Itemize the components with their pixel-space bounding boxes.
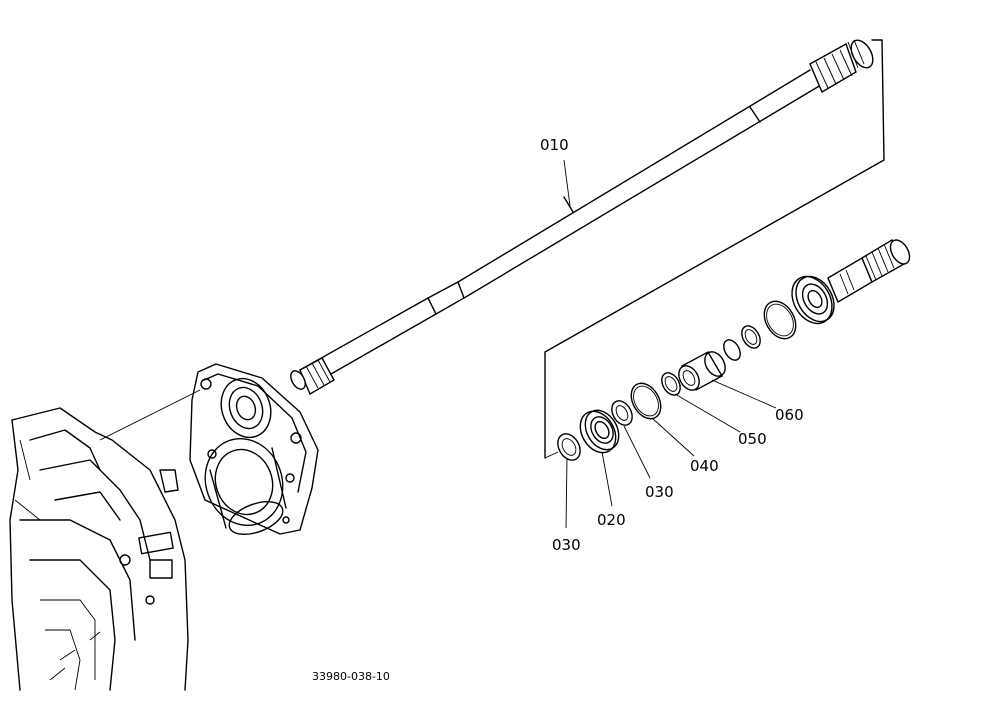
label-010: 010: [540, 136, 569, 154]
part-050-circlip: [661, 372, 681, 396]
part-030-circlip-a: [557, 433, 581, 461]
label-020: 020: [597, 511, 626, 529]
label-040: 040: [690, 457, 719, 475]
label-050: 050: [738, 430, 767, 448]
part-060-needle-bearing: [678, 351, 726, 391]
part-020-bearing: [579, 409, 620, 454]
label-030-b: 030: [645, 483, 674, 501]
shaft-010: [290, 39, 874, 396]
small-rings-right: [723, 300, 797, 361]
transmission-housing: [9, 389, 201, 691]
part-030-circlip-b: [611, 400, 633, 426]
label-030-a: 030: [552, 536, 581, 554]
drawing-code: 33980-038-10: [312, 670, 390, 683]
bracket-lines: [544, 39, 885, 459]
part-040-snap-ring: [630, 382, 662, 420]
flange-cover: [189, 363, 319, 535]
right-bearing-and-shaft: [791, 239, 911, 325]
leader-lines: [565, 379, 777, 529]
label-060: 060: [775, 406, 804, 424]
